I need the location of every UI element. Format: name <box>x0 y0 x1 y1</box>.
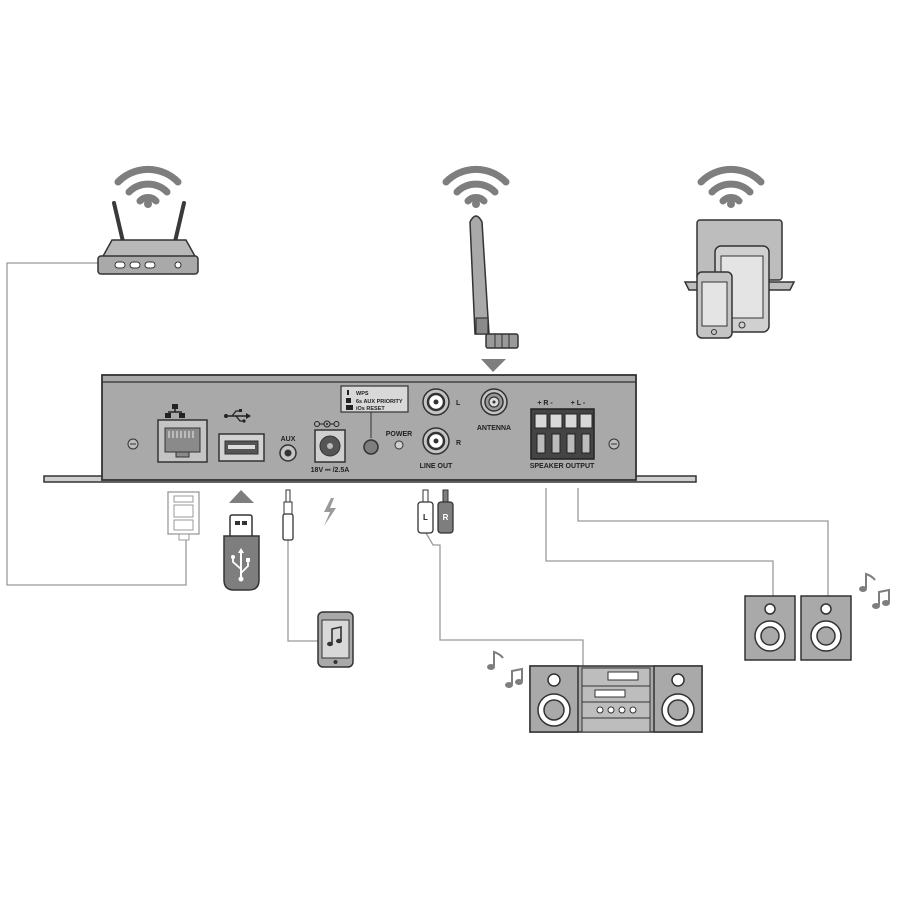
rca-jack-right[interactable] <box>422 427 450 455</box>
power-spec-label: 18V ⎓ /2.5A <box>311 467 350 474</box>
ethernet-port[interactable] <box>157 419 208 463</box>
ethernet-plug-icon <box>167 491 200 541</box>
wires <box>6 262 829 666</box>
aux-plug-icon <box>282 489 294 541</box>
usb-flash-drive-icon <box>223 514 260 591</box>
aux-label: AUX <box>281 436 296 443</box>
button-function-legend: WPS 6s AUX PRIORITY iOs RESET <box>340 385 409 413</box>
router-icon <box>97 201 199 275</box>
laptop-tablet-phone-icon <box>683 219 796 339</box>
music-notes-icon <box>859 572 890 609</box>
aux-jack[interactable] <box>279 444 297 462</box>
wifi-audio-receiver-device: AUX 18V ⎓ /2.5A WPS 6s AUX PRIORITY <box>43 374 697 483</box>
svg-text:WPS: WPS <box>356 391 369 397</box>
function-button[interactable] <box>363 439 379 455</box>
aux-wire <box>287 540 318 642</box>
svg-text:L: L <box>423 513 428 522</box>
line-out-wire <box>425 532 584 666</box>
speaker-wire-right <box>545 488 774 596</box>
antenna-down-arrow-icon <box>481 359 506 372</box>
dc-polarity-icon <box>314 420 340 428</box>
rca-plug-left-icon: L <box>417 489 434 534</box>
stereo-system-icon <box>529 665 703 733</box>
antenna-icon <box>469 215 519 349</box>
speaker-output-label: SPEAKER OUTPUT <box>530 463 595 470</box>
rca-left-label: L <box>456 400 461 407</box>
rca-plug-right-icon: R <box>437 489 454 534</box>
smartphone-music-icon <box>317 611 354 668</box>
antenna-label: ANTENNA <box>477 425 511 432</box>
speaker-right-icon <box>744 595 796 661</box>
wifi-icon <box>114 165 182 208</box>
power-led <box>394 440 404 450</box>
screw-icon <box>127 438 139 450</box>
screw-icon <box>608 438 620 450</box>
usb-port[interactable] <box>218 433 265 462</box>
music-note-icon <box>327 626 342 647</box>
speaker-polarity-right: + R - <box>537 400 553 407</box>
network-icon <box>165 404 185 418</box>
speaker-terminal-block[interactable] <box>530 408 595 460</box>
svg-text:6s AUX PRIORITY: 6s AUX PRIORITY <box>356 399 403 405</box>
ethernet-wire <box>6 262 187 586</box>
usb-icon <box>224 409 251 423</box>
wifi-icon <box>442 165 510 208</box>
usb-up-arrow-icon <box>229 490 254 503</box>
svg-text:R: R <box>443 513 449 522</box>
rca-right-label: R <box>456 440 461 447</box>
dc-power-jack[interactable] <box>314 429 346 463</box>
rca-jack-left[interactable] <box>422 388 450 416</box>
music-notes-icon <box>487 650 523 688</box>
power-label: POWER <box>386 431 412 438</box>
antenna-connector[interactable] <box>480 388 508 416</box>
lightning-bolt-icon <box>324 498 336 526</box>
speaker-wire-left <box>577 488 829 596</box>
svg-text:iOs RESET: iOs RESET <box>356 406 385 412</box>
speaker-polarity-left: + L - <box>571 400 586 407</box>
line-out-label: LINE OUT <box>420 463 453 470</box>
wifi-icon <box>697 165 765 208</box>
speaker-left-icon <box>800 595 852 661</box>
